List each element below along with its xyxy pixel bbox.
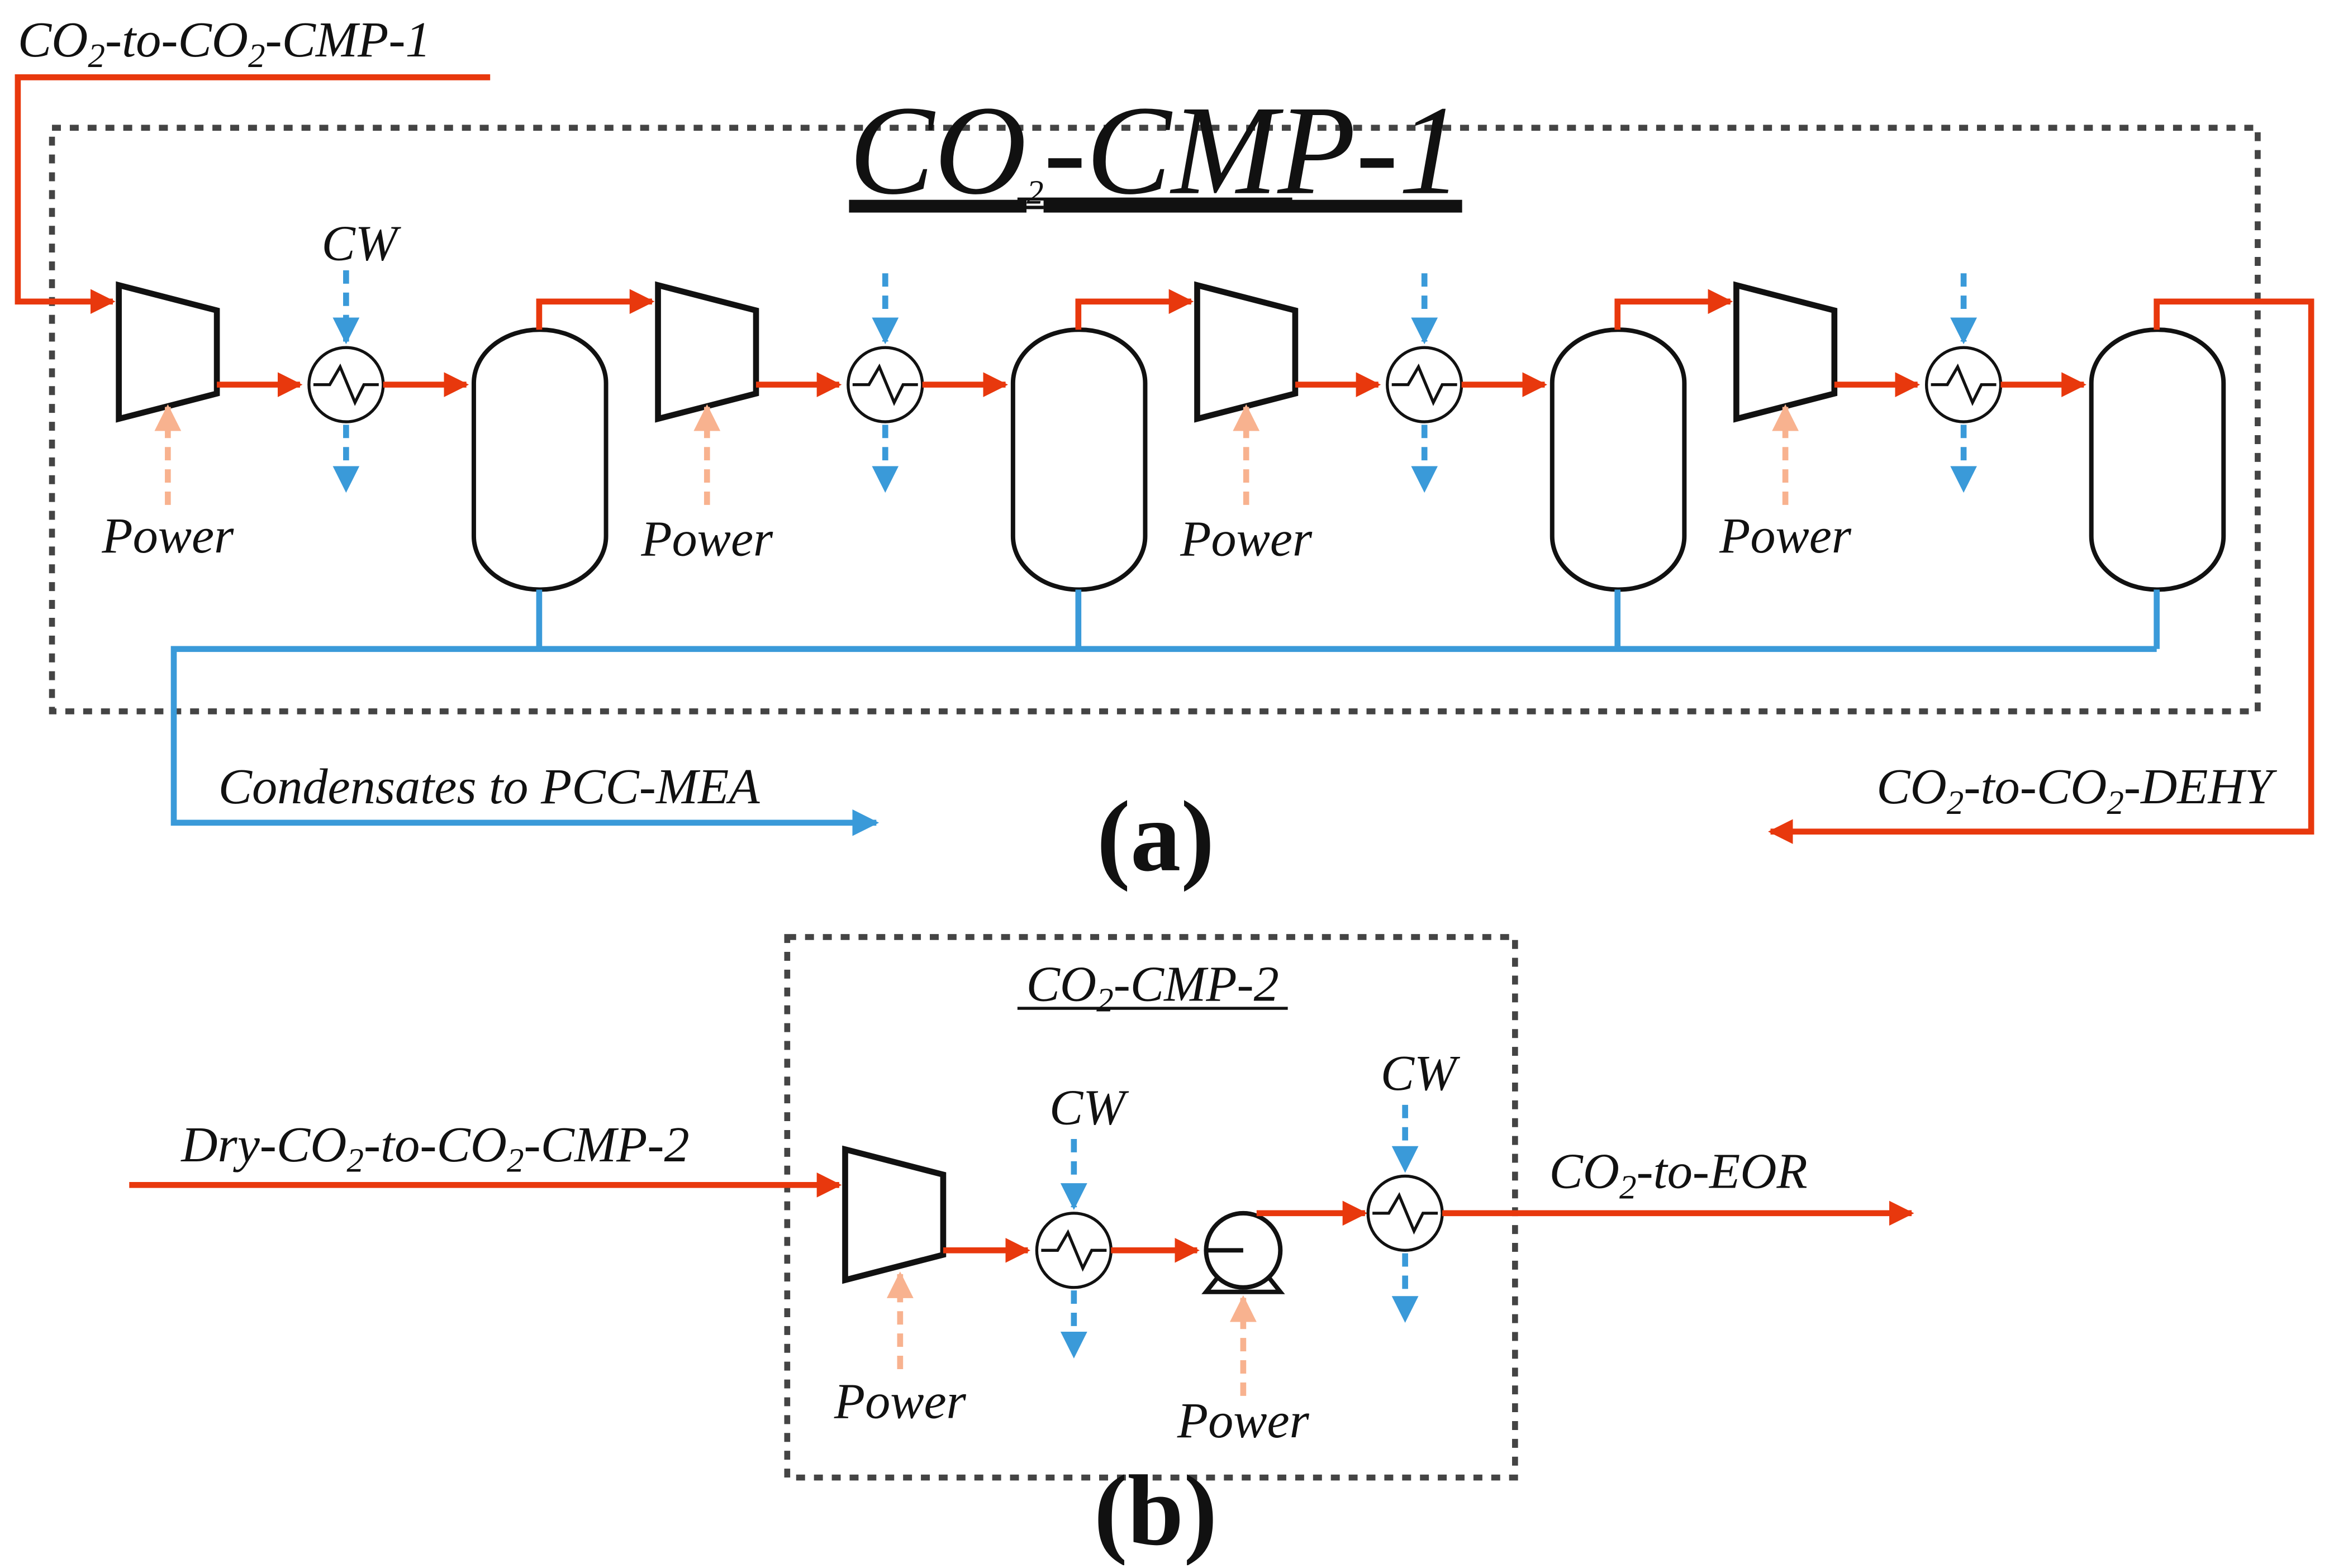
cw-label: CW bbox=[1049, 1079, 1129, 1135]
pump-icon bbox=[1201, 1210, 1285, 1294]
condensate-header bbox=[170, 589, 2160, 836]
inlet-stream-label: Dry-CO2-to-CO2-CMP-2 bbox=[180, 1116, 689, 1180]
stage-2: Power bbox=[640, 273, 1194, 592]
knockout-drum-icon bbox=[1010, 327, 1148, 592]
cw-label: CW bbox=[322, 215, 402, 271]
power-label: Power bbox=[1719, 507, 1852, 564]
heat-exchanger-zigzag bbox=[313, 363, 379, 406]
heat-exchanger-zigzag bbox=[1372, 1192, 1438, 1235]
stage-4: Power bbox=[1719, 273, 2226, 592]
power-label: Power bbox=[1180, 510, 1313, 566]
heat-exchanger-zigzag bbox=[1391, 363, 1457, 406]
cmp-1-boundary bbox=[49, 125, 2261, 714]
compressor-icon bbox=[1733, 281, 1838, 423]
inlet-stream-line bbox=[15, 74, 491, 314]
cmp-1-title: CO2-CMP-1 bbox=[849, 80, 1462, 221]
cmp-2-boundary bbox=[784, 934, 1518, 1481]
compressor-icon bbox=[1194, 281, 1299, 423]
heat-exchanger-zigzag bbox=[1041, 1229, 1107, 1272]
knockout-drum-icon bbox=[2089, 327, 2226, 592]
compressor-icon bbox=[116, 281, 220, 423]
compressor-icon bbox=[842, 1145, 947, 1284]
heat-exchanger-zigzag bbox=[852, 363, 918, 406]
outlet-stream-label: CO2-to-EOR bbox=[1549, 1143, 1807, 1207]
cmp-2-title: CO2-CMP-2 bbox=[1026, 956, 1279, 1019]
panel-a-caption: (a) bbox=[1097, 781, 1215, 893]
cw-label: CW bbox=[1381, 1045, 1461, 1101]
panel-b: CO2-CMP-2 Dry-CO2-to-CO2-CMP-2 Power CW … bbox=[129, 934, 1914, 1567]
condensate-label: Condensates to PCC-MEA bbox=[218, 758, 761, 814]
stage-3: Power bbox=[1180, 273, 1733, 592]
power-label: Power bbox=[834, 1373, 967, 1429]
panel-a: CO2-CMP-1 CO2-to-CO2-CMP-1 CW Power bbox=[15, 11, 2314, 893]
panel-b-caption: (b) bbox=[1094, 1455, 1218, 1565]
knockout-drum-icon bbox=[1550, 327, 1687, 592]
knockout-drum-icon bbox=[471, 327, 609, 592]
vapor-outlet-stream bbox=[536, 289, 655, 330]
power-label: Power bbox=[1177, 1392, 1310, 1448]
inlet-stream-label: CO2-to-CO2-CMP-1 bbox=[18, 11, 431, 75]
heat-exchanger-zigzag bbox=[1931, 363, 1997, 406]
outlet-stream-label: CO2-to-CO2-DEHY bbox=[1876, 758, 2277, 822]
vapor-outlet-stream bbox=[1075, 289, 1194, 330]
stream-arrow bbox=[1256, 1200, 1368, 1226]
power-label: Power bbox=[101, 507, 234, 564]
compressor-icon bbox=[655, 281, 759, 423]
power-label: Power bbox=[640, 510, 773, 566]
outlet-stream-line bbox=[1768, 298, 2314, 845]
stage-1: CW Power bbox=[101, 215, 655, 592]
vapor-outlet-stream bbox=[1614, 289, 1733, 330]
